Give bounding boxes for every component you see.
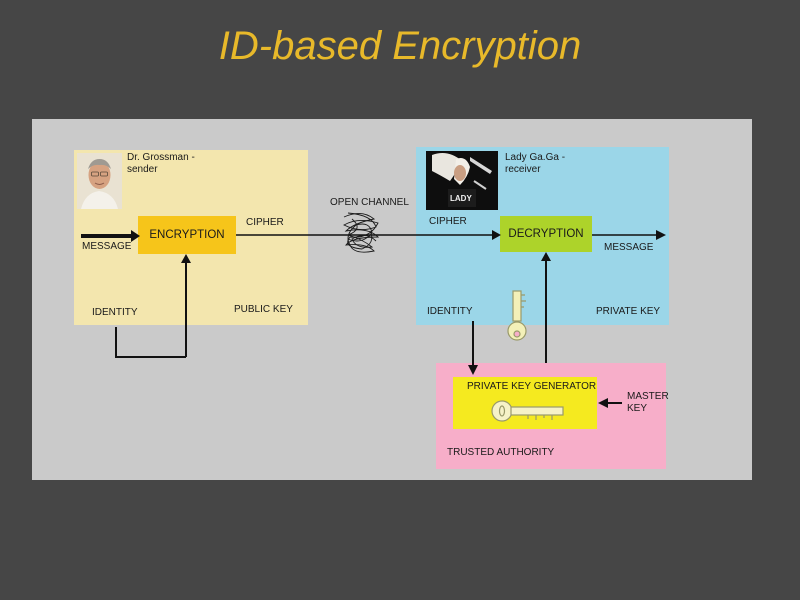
receiver-identity-label: IDENTITY [427,306,473,317]
sender-name-line2: sender [127,164,158,175]
receiver-message-arrowhead [656,230,666,240]
trusted-authority-label: TRUSTED AUTHORITY [447,447,555,458]
receiver-photo-text: LADY [450,194,472,203]
private-key-generator-label: PRIVATE KEY GENERATOR [467,381,597,392]
encryption-box: ENCRYPTION [138,216,236,254]
master-key-label-line2: KEY [627,403,648,414]
identity-to-generator-arrowhead [468,365,478,375]
receiver-photo: LADY [426,151,498,210]
receiver-name-line1: Lady Ga.Ga - [505,152,566,163]
generator-key-icon [491,400,564,422]
sender-photo [77,153,122,209]
open-channel-label: OPEN CHANNEL [330,197,409,208]
diagram-canvas: Dr. Grossman - sender ENCRYPTION MESSAGE… [32,119,752,480]
sender-message-arrowhead [131,230,140,242]
private-key-label: PRIVATE KEY [596,306,661,317]
sender-cipher-label: CIPHER [246,217,284,228]
public-key-arrowhead [181,254,191,263]
channel-noise-scribble [343,212,380,253]
sender-name-line1: Dr. Grossman - [127,152,195,163]
sender-message-label: MESSAGE [82,241,132,252]
receiver-message-label: MESSAGE [604,242,654,253]
public-key-label: PUBLIC KEY [234,304,293,315]
decryption-box: DECRYPTION [500,216,592,252]
private-key-icon [507,290,527,341]
receiver-name-line2: receiver [505,164,541,175]
identity-loop-line [115,327,186,358]
private-key-arrowhead [541,252,551,261]
master-key-arrowhead [598,398,608,408]
slide-title: ID-based Encryption [218,24,582,68]
sender-identity-label: IDENTITY [92,307,138,318]
master-key-label-line1: MASTER [627,391,669,402]
private-key-generator-box [453,377,597,429]
receiver-cipher-label: CIPHER [429,216,467,227]
diagram-connectors [81,212,666,422]
cipher-channel-arrowhead [492,230,501,240]
